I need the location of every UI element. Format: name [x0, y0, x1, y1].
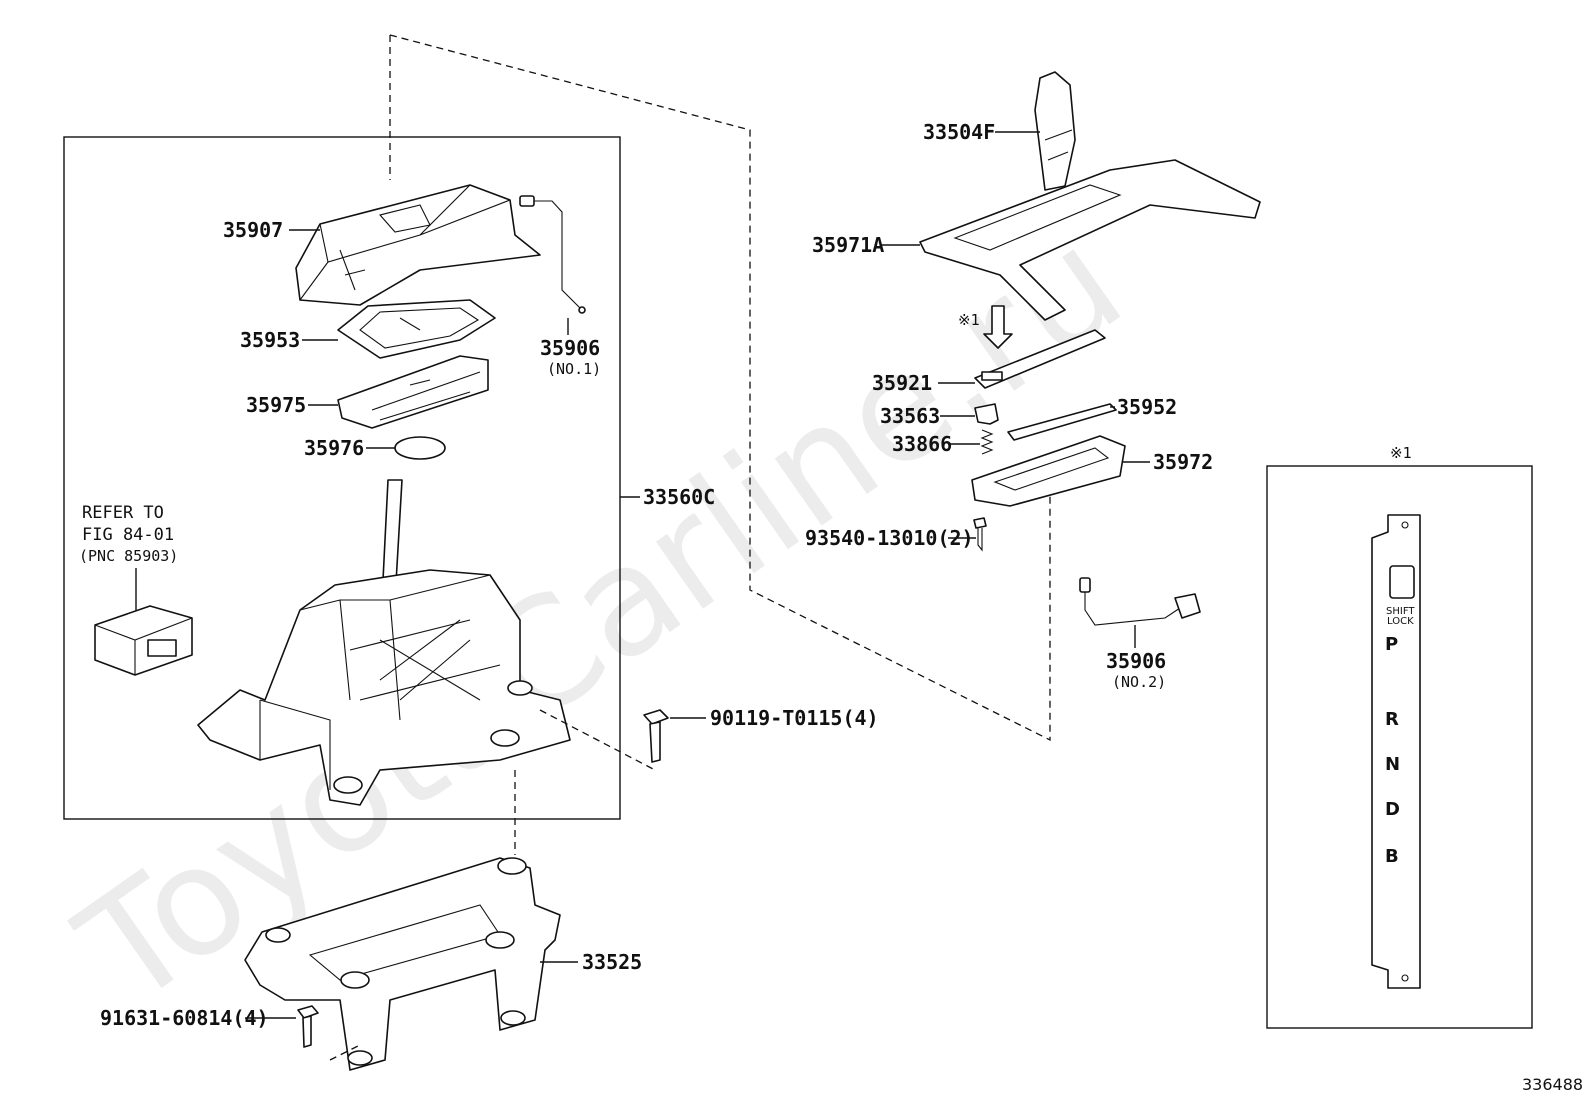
- part-91631-bolt: [297, 1005, 319, 1048]
- part-33866-spring: [980, 429, 994, 455]
- shift-gate-indicator: [1371, 514, 1421, 989]
- inset-frame: [1266, 465, 1533, 1029]
- dashed-91631: [329, 1044, 361, 1061]
- label-35972: 35972: [1153, 450, 1213, 474]
- label-35906-no2: 35906: [1106, 649, 1166, 673]
- shift-lock-text-1: SHIFT: [1386, 606, 1415, 617]
- diagram-id: 336488: [1522, 1075, 1583, 1094]
- gear-n: N: [1385, 754, 1400, 775]
- label-33504f: 33504F: [923, 120, 995, 144]
- shift-lock-button: [1389, 565, 1415, 599]
- gear-b: B: [1385, 846, 1399, 867]
- part-35921-strip: [974, 329, 1106, 389]
- label-35976: 35976: [304, 436, 364, 460]
- gear-r: R: [1385, 709, 1399, 730]
- label-93540: 93540-13010(2): [805, 526, 974, 550]
- part-33560c-base: [197, 479, 571, 806]
- label-90119: 90119-T0115(4): [710, 706, 879, 730]
- label-91631: 91631-60814(4): [100, 1006, 269, 1030]
- label-33563: 33563: [880, 404, 940, 428]
- label-35906-no1: 35906: [540, 336, 600, 360]
- label-35971a: 35971A: [812, 233, 884, 257]
- label-33866: 33866: [892, 432, 952, 456]
- part-33525-bracket: [244, 857, 561, 1071]
- part-35972-bezel: [971, 435, 1126, 507]
- note-mark-arrow: ※1: [958, 311, 980, 329]
- label-35921: 35921: [872, 371, 932, 395]
- label-33525: 33525: [582, 950, 642, 974]
- inset-title: ※1: [1390, 444, 1412, 462]
- part-35953-plate: [337, 299, 496, 359]
- part-35975-cover: [337, 355, 489, 429]
- refer-line-3: (PNC 85903): [79, 547, 178, 565]
- refer-line-2: FIG 84-01: [82, 525, 174, 545]
- watermark: ToyotaCarline.ru: [50, 196, 1152, 1040]
- part-35906-no1-wire: [519, 195, 586, 314]
- shift-lock-text-2: LOCK: [1387, 616, 1414, 627]
- refer-line-1: REFER TO: [82, 503, 164, 523]
- label-35953: 35953: [240, 328, 300, 352]
- label-35906-no2-note: (NO.2): [1112, 673, 1166, 691]
- part-35952-strip: [1007, 403, 1117, 441]
- label-33560c: 33560C: [643, 485, 715, 509]
- part-35976-disc: [394, 436, 446, 460]
- dashed-guide-main: [389, 34, 1051, 742]
- part-35921-window: [981, 371, 1003, 381]
- label-35907: 35907: [223, 218, 283, 242]
- gear-p: P: [1385, 634, 1398, 655]
- label-35952: 35952: [1117, 395, 1177, 419]
- gear-d: D: [1385, 799, 1400, 820]
- assembly-33560c-box: [63, 136, 621, 820]
- arrow-indicator: [983, 305, 1013, 349]
- ecu-module: [94, 605, 193, 676]
- part-90119-bolt: [643, 709, 669, 763]
- label-35906-no1-note: (NO.1): [547, 360, 601, 378]
- part-33563-clip: [974, 403, 999, 425]
- part-93540-screw: [973, 517, 987, 552]
- label-35975: 35975: [246, 393, 306, 417]
- part-35907-housing: [295, 184, 541, 306]
- part-35971a-panel: [919, 159, 1261, 321]
- part-33504f-knob: [1034, 71, 1076, 191]
- dashed-90119: [539, 709, 656, 771]
- part-35906-no2-wire: [1079, 577, 1201, 626]
